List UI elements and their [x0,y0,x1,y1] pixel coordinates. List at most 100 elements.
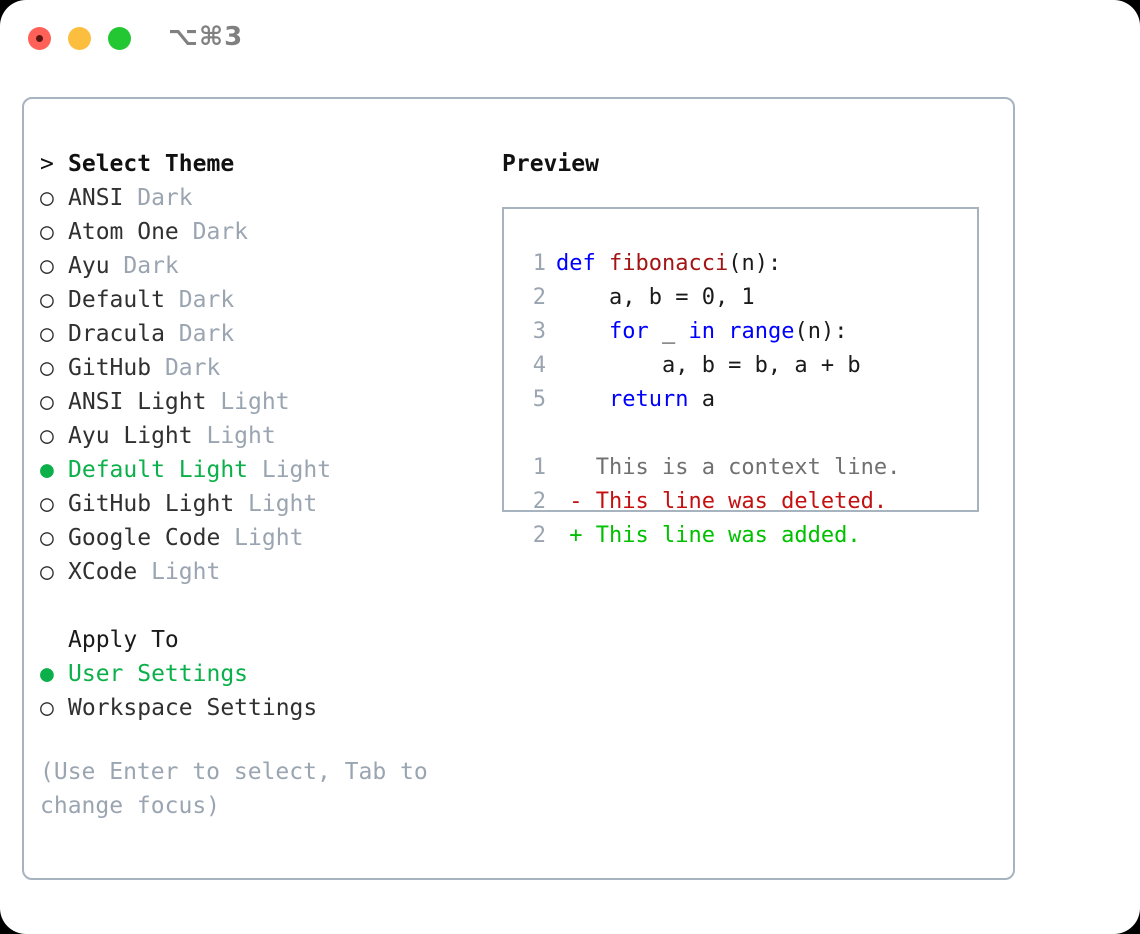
theme-category-label: Dark [178,219,249,245]
radio-unselected-icon: ○ [40,253,54,279]
line-number: 2 [532,285,546,310]
title-bar: ⌥⌘3 [0,0,1140,78]
code-line: 4 a, b = b, a + b [518,349,977,383]
prompt-caret-icon: > [40,151,54,177]
theme-category-label: Light [137,559,221,585]
code-line: 1 def fibonacci(n): [518,247,977,281]
theme-name-label: XCode [68,559,138,585]
line-number: 2 [532,523,546,548]
select-theme-heading-label: Select Theme [68,151,235,177]
theme-name-label: GitHub Light [68,491,235,517]
theme-list-item[interactable]: ○Google Code Light [40,521,480,555]
theme-list-item[interactable]: ○Dracula Dark [40,317,480,351]
theme-list-item[interactable]: ○GitHub Dark [40,351,480,385]
theme-category-label: Light [206,389,290,415]
theme-list-item[interactable]: ○ Ayu Dark [40,249,480,283]
theme-selection-column: > Select Theme ○ ANSI Dark ○ Atom One Dark ○ A… [40,147,480,823]
apply-to-item[interactable]: ●User Settings [40,657,480,691]
theme-list-item[interactable]: ○ XCode Light [40,555,480,589]
theme-list-item[interactable]: ○ Default Dark [40,283,480,317]
radio-unselected-icon: ○ [40,423,54,449]
diff-line: 2 + This line was added. [518,519,977,553]
line-number: 1 [532,251,546,276]
theme-name-label: Atom One [68,219,179,245]
keyboard-hint-line-2: change focus) [40,793,221,819]
diff-line: 2 - This line was deleted. [518,485,977,519]
theme-category-label: Dark [164,321,235,347]
preview-heading: Preview [502,151,599,177]
theme-list-item[interactable]: ○ Ayu Light Light [40,419,480,453]
diff-line-text: - This line was deleted. [556,489,888,514]
radio-unselected-icon: ○ [40,491,54,517]
theme-category-label: Light [192,423,276,449]
theme-list-item[interactable]: ○ ANSI Light Light [40,385,480,419]
code-token: return [608,387,689,412]
minimize-window-button[interactable] [68,27,91,50]
theme-name-label: Ayu Light [68,423,193,449]
code-token: a, b = 0, 1 [556,285,755,310]
line-number: 3 [532,319,546,344]
theme-category-label: Light [248,457,332,483]
code-token: def [556,251,609,276]
keyboard-shortcut-label: ⌥⌘3 [168,22,244,52]
theme-name-label: GitHub [68,355,152,381]
theme-category-label: Dark [164,287,235,313]
code-token: (n): [728,251,782,276]
line-number: 1 [532,455,546,480]
diff-line: 1 This is a context line. [518,451,977,485]
theme-list-item[interactable]: ○ GitHub Light Light [40,487,480,521]
theme-name-label: Default Light [68,457,249,483]
theme-category-label: Dark [151,355,221,381]
code-token: (n): [794,319,848,344]
apply-to-item[interactable]: ○ Workspace Settings [40,691,480,725]
diff-line-text: This is a context line. [556,455,901,480]
theme-category-label: Light [234,491,318,517]
apply-to-label: Workspace Settings [68,695,318,721]
code-token: a [688,387,715,412]
code-token: in range [688,319,795,344]
apply-to-heading: Apply To [40,623,480,657]
theme-name-label: ANSI [68,185,124,211]
list-spacer [40,589,480,623]
theme-name-label: Google Code [68,525,221,551]
code-token: _ [648,319,689,344]
code-token [556,387,609,412]
radio-unselected-icon: ○ [40,559,54,585]
theme-name-label: Default [68,287,165,313]
code-line: 5 return a [518,383,977,417]
theme-list: ○ ANSI Dark ○ Atom One Dark ○ Ayu Dark ○ Defaul… [40,181,480,589]
maximize-window-button[interactable] [108,27,131,50]
line-number: 5 [532,387,546,412]
keyboard-hint: (Use Enter to select, Tab to change focu… [40,755,450,823]
diff-sample: 1 This is a context line.2 - This line w… [518,451,977,553]
theme-name-label: Dracula [68,321,165,347]
line-number: 2 [532,489,546,514]
radio-unselected-icon: ○ [40,695,54,721]
theme-category-label: Dark [123,185,193,211]
theme-name-label: Ayu [68,253,110,279]
theme-category-label: Dark [109,253,179,279]
theme-list-item[interactable]: ○ Atom One Dark [40,215,480,249]
radio-unselected-icon: ○ [40,287,54,313]
keyboard-hint-line-1: (Use Enter to select, Tab to [40,759,428,785]
close-window-button[interactable] [28,27,51,50]
radio-unselected-icon: ○ [40,185,54,211]
radio-selected-icon: ● [40,457,54,483]
radio-selected-icon: ● [40,661,54,687]
select-theme-heading: > Select Theme [40,147,480,181]
theme-selector-panel: > Select Theme ○ ANSI Dark ○ Atom One Dark ○ A… [22,97,1015,880]
line-number: 4 [532,353,546,378]
theme-list-item[interactable]: ○ ANSI Dark [40,181,480,215]
theme-list-item[interactable]: ● Default Light Light [40,453,480,487]
code-line: 3 for _ in range(n): [518,315,977,349]
radio-unselected-icon: ○ [40,389,54,415]
theme-name-label: ANSI Light [68,389,207,415]
code-line: 2 a, b = 0, 1 [518,281,977,315]
code-token: for [608,319,649,344]
radio-unselected-icon: ○ [40,219,54,245]
apply-to-list: ●User Settings ○ Workspace Settings [40,657,480,725]
code-token: fibonacci [608,251,729,276]
